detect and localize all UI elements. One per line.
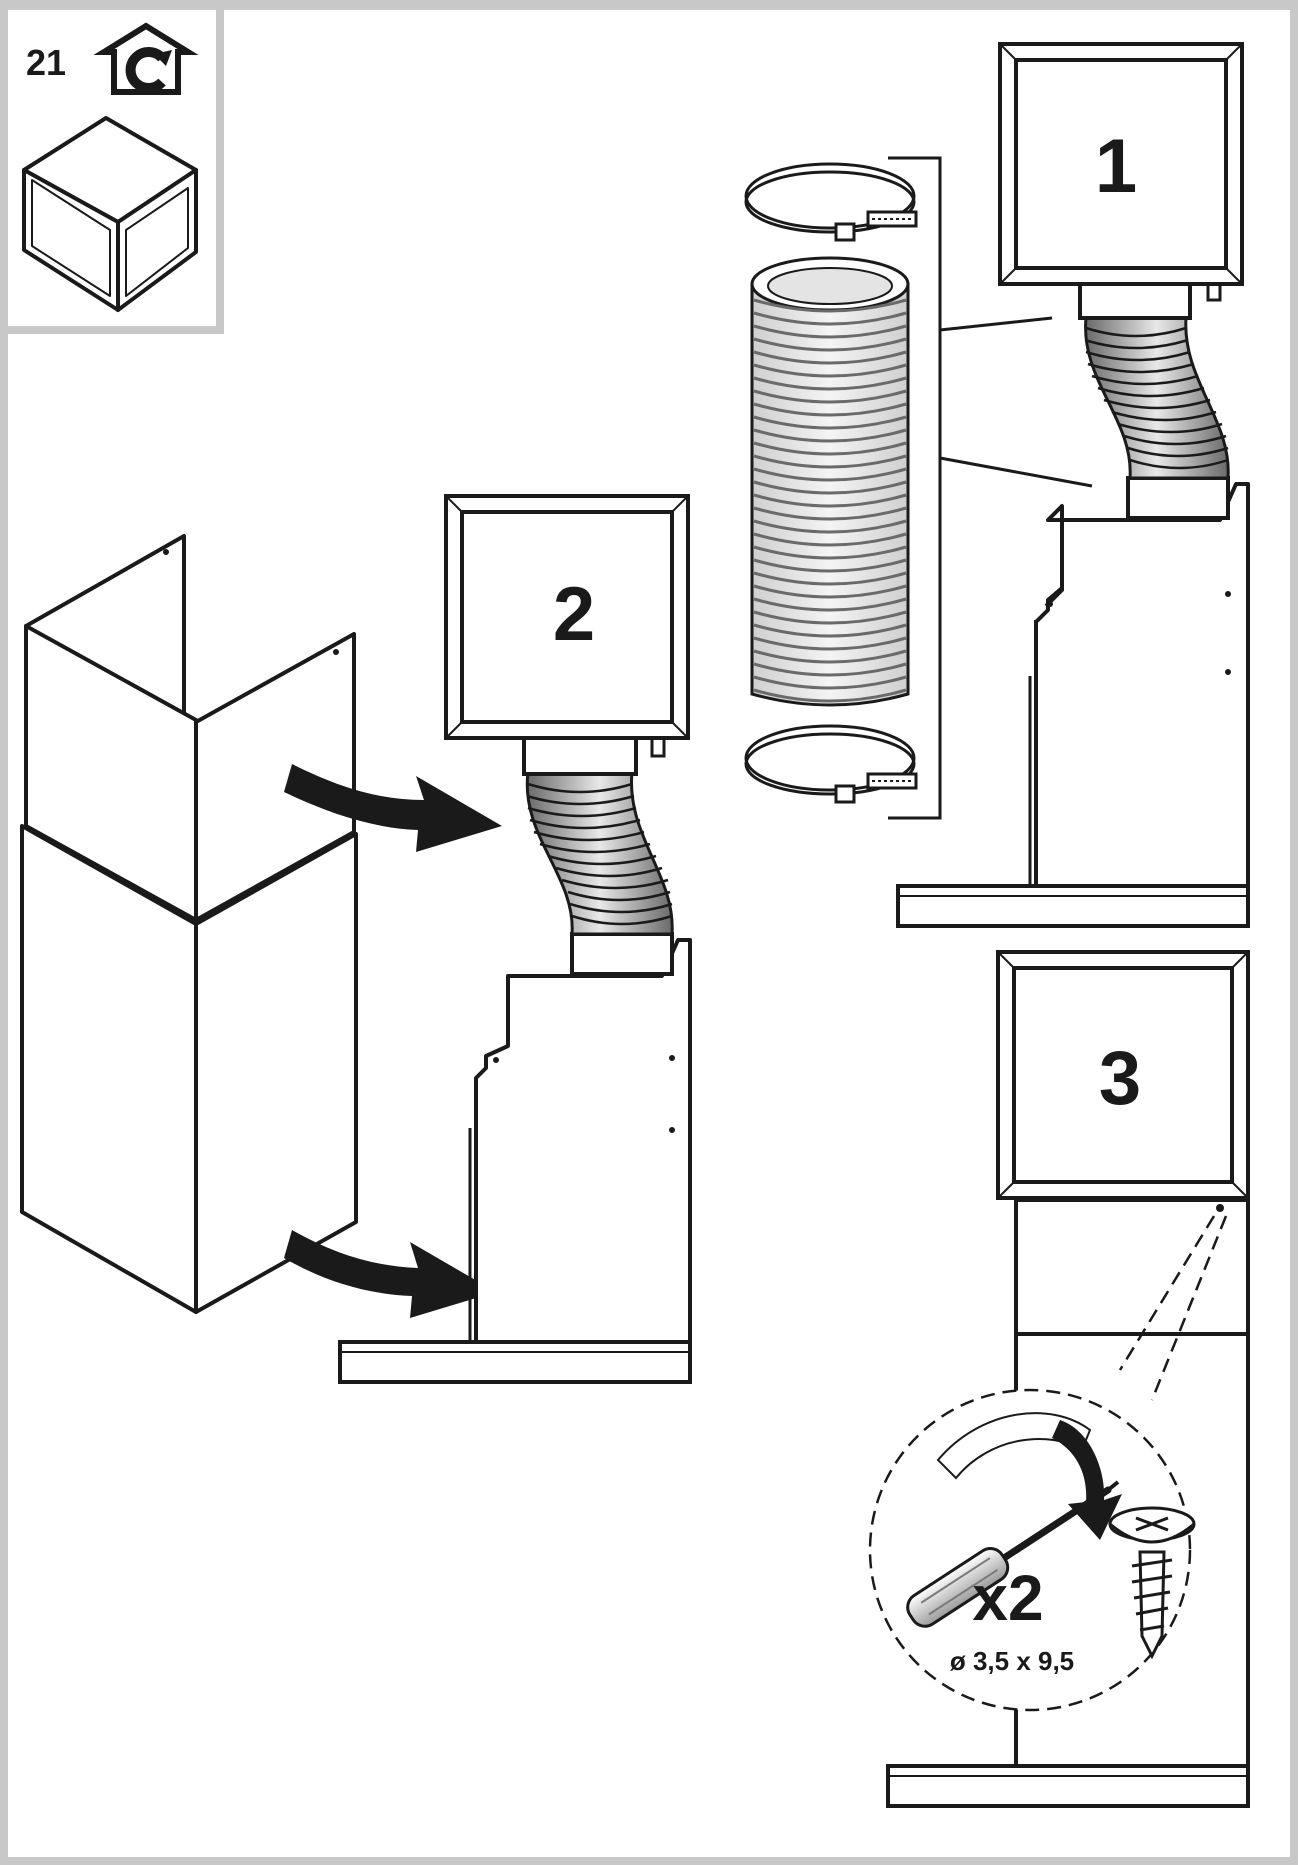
hose-rib [753, 298, 907, 313]
step-3-illustration: 3 [868, 950, 1250, 1808]
hose-clamp-bottom-icon [744, 724, 918, 804]
callout-lines [939, 316, 1093, 488]
flexible-duct-hose [1084, 316, 1230, 480]
step-2-box [444, 494, 690, 740]
step-1-label: 1 [1095, 124, 1137, 209]
step-2-illustration: 2 [20, 494, 692, 1384]
insert-arrow-upper [284, 764, 502, 852]
duct-collar-upper [1078, 280, 1192, 320]
hose-rib [753, 545, 907, 560]
screw-quantity: x2 [972, 1562, 1043, 1634]
step-2-label: 2 [553, 572, 595, 657]
flexible-duct-hose-long [750, 256, 910, 707]
step-3-label: 3 [1099, 1036, 1141, 1121]
hose-rib [753, 493, 907, 508]
step-1-illustration: 1 [744, 42, 1250, 928]
hose-rib [753, 402, 907, 417]
hose-rib [753, 376, 907, 391]
step-number: 21 [26, 42, 66, 83]
recirculation-house-icon [93, 22, 199, 95]
duct-collar-lower [1126, 476, 1230, 520]
screw-size: ø 3,5 x 9,5 [950, 1646, 1074, 1676]
hood-body [1028, 482, 1250, 888]
hose-rib [753, 571, 907, 586]
hood-base [896, 884, 1250, 928]
hose-rib [753, 337, 907, 352]
screw-icon [1108, 1506, 1196, 1660]
hose-rib [753, 428, 907, 443]
step-3-box [996, 950, 1250, 1200]
hose-rib [753, 389, 907, 404]
chimney-cover [20, 534, 358, 1314]
hose-rib [753, 350, 907, 365]
hose-rib [753, 311, 907, 326]
parts-bracket [888, 156, 942, 820]
hose-rib [753, 688, 907, 703]
chimney-cube-icon [22, 116, 198, 312]
flexible-duct-hose-2 [525, 770, 674, 936]
rotate-arrow [936, 1412, 1122, 1540]
screwdriver-icon [906, 1480, 1120, 1628]
hose-clamp-icon [744, 162, 918, 242]
hose-rib [753, 506, 907, 521]
hose-rib [753, 363, 907, 378]
hose-rib [753, 454, 907, 469]
hose-rib [753, 532, 907, 547]
hose-rib [753, 610, 907, 625]
step-header: 21 [0, 10, 224, 334]
insert-arrow-lower [284, 1230, 496, 1318]
hose-rib [753, 636, 907, 651]
hood-body-2 [468, 938, 692, 1344]
hose-rib [753, 662, 907, 677]
hose-rib [753, 324, 907, 339]
hose-rib [753, 519, 907, 534]
hose-rib [753, 415, 907, 430]
hood-base-2 [338, 1340, 692, 1384]
hose-rib [753, 623, 907, 638]
hose-rib [753, 597, 907, 612]
hose-rib [753, 467, 907, 482]
hose-rib [753, 558, 907, 573]
hose-rib [753, 675, 907, 690]
hose-rib [753, 441, 907, 456]
hose-rib [753, 480, 907, 495]
step-1-box [998, 42, 1244, 286]
hose-rib [753, 584, 907, 599]
hose-rib [753, 649, 907, 664]
